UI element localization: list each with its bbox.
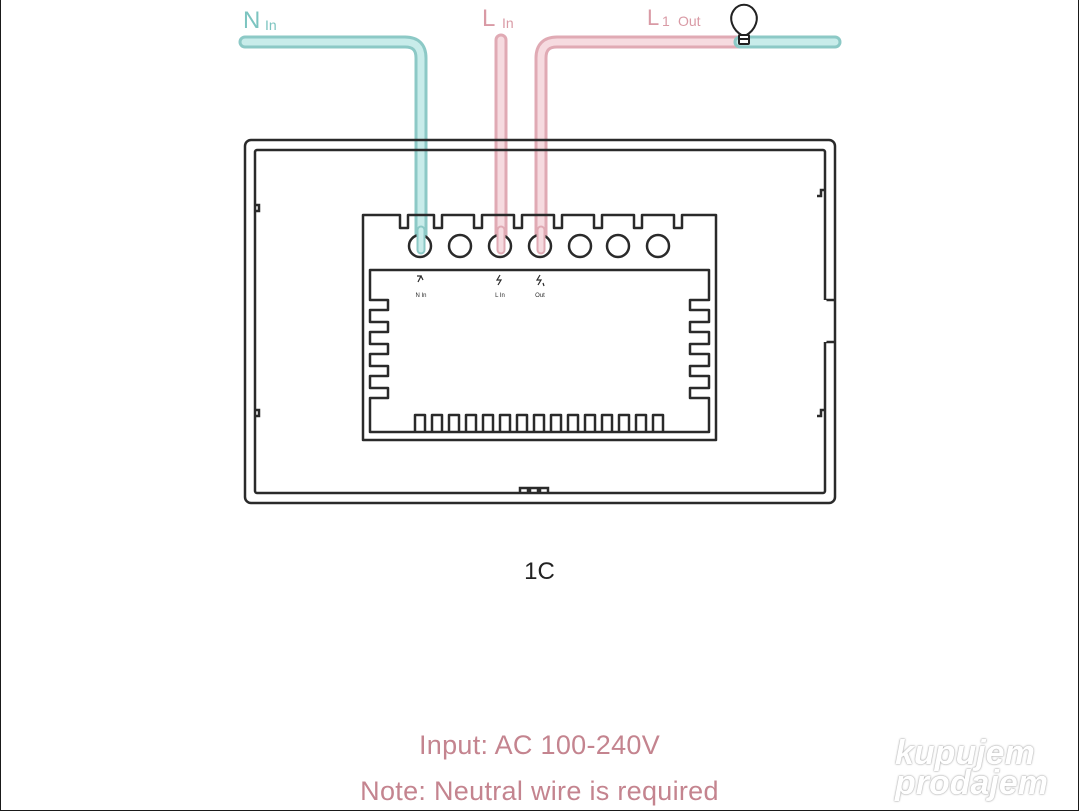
live-out-wire <box>534 35 842 251</box>
input-voltage-note: Input: AC 100-240V <box>418 730 661 760</box>
bolt-out-icon <box>535 274 545 287</box>
neutral-icon <box>417 275 424 283</box>
neutral-wire <box>238 35 428 251</box>
l1-out-label-sub: Out <box>678 13 701 29</box>
l1-out-label-num: 1 <box>662 13 670 29</box>
watermark-line-1: kupujem <box>895 734 1035 772</box>
terminal-l-label: L In <box>495 293 505 299</box>
n-in-label-main: N <box>243 7 260 34</box>
terminal-out-label: Out <box>535 293 545 299</box>
l1-out-label-main: L <box>647 5 659 30</box>
terminal-7 <box>645 233 671 259</box>
model-label: 1C <box>524 558 555 585</box>
watermark-logo: kupujem prodajem <box>895 734 1075 802</box>
terminal-6 <box>605 233 631 259</box>
l-in-label-sub: In <box>502 15 514 31</box>
watermark-line-2: prodajem <box>895 764 1049 802</box>
terminal-5 <box>567 233 593 259</box>
terminal-2 <box>447 233 473 259</box>
light-bulb-icon <box>730 3 758 45</box>
n-in-label-sub: In <box>265 17 277 33</box>
bolt-icon <box>495 274 503 286</box>
switch-module <box>361 213 718 442</box>
neutral-wire-note: Note: Neutral wire is required <box>360 776 719 806</box>
l-in-label-main: L <box>482 5 495 32</box>
switch-plate <box>243 138 837 505</box>
terminal-glyphs <box>417 274 545 287</box>
terminal-n-label: N In <box>415 293 426 299</box>
